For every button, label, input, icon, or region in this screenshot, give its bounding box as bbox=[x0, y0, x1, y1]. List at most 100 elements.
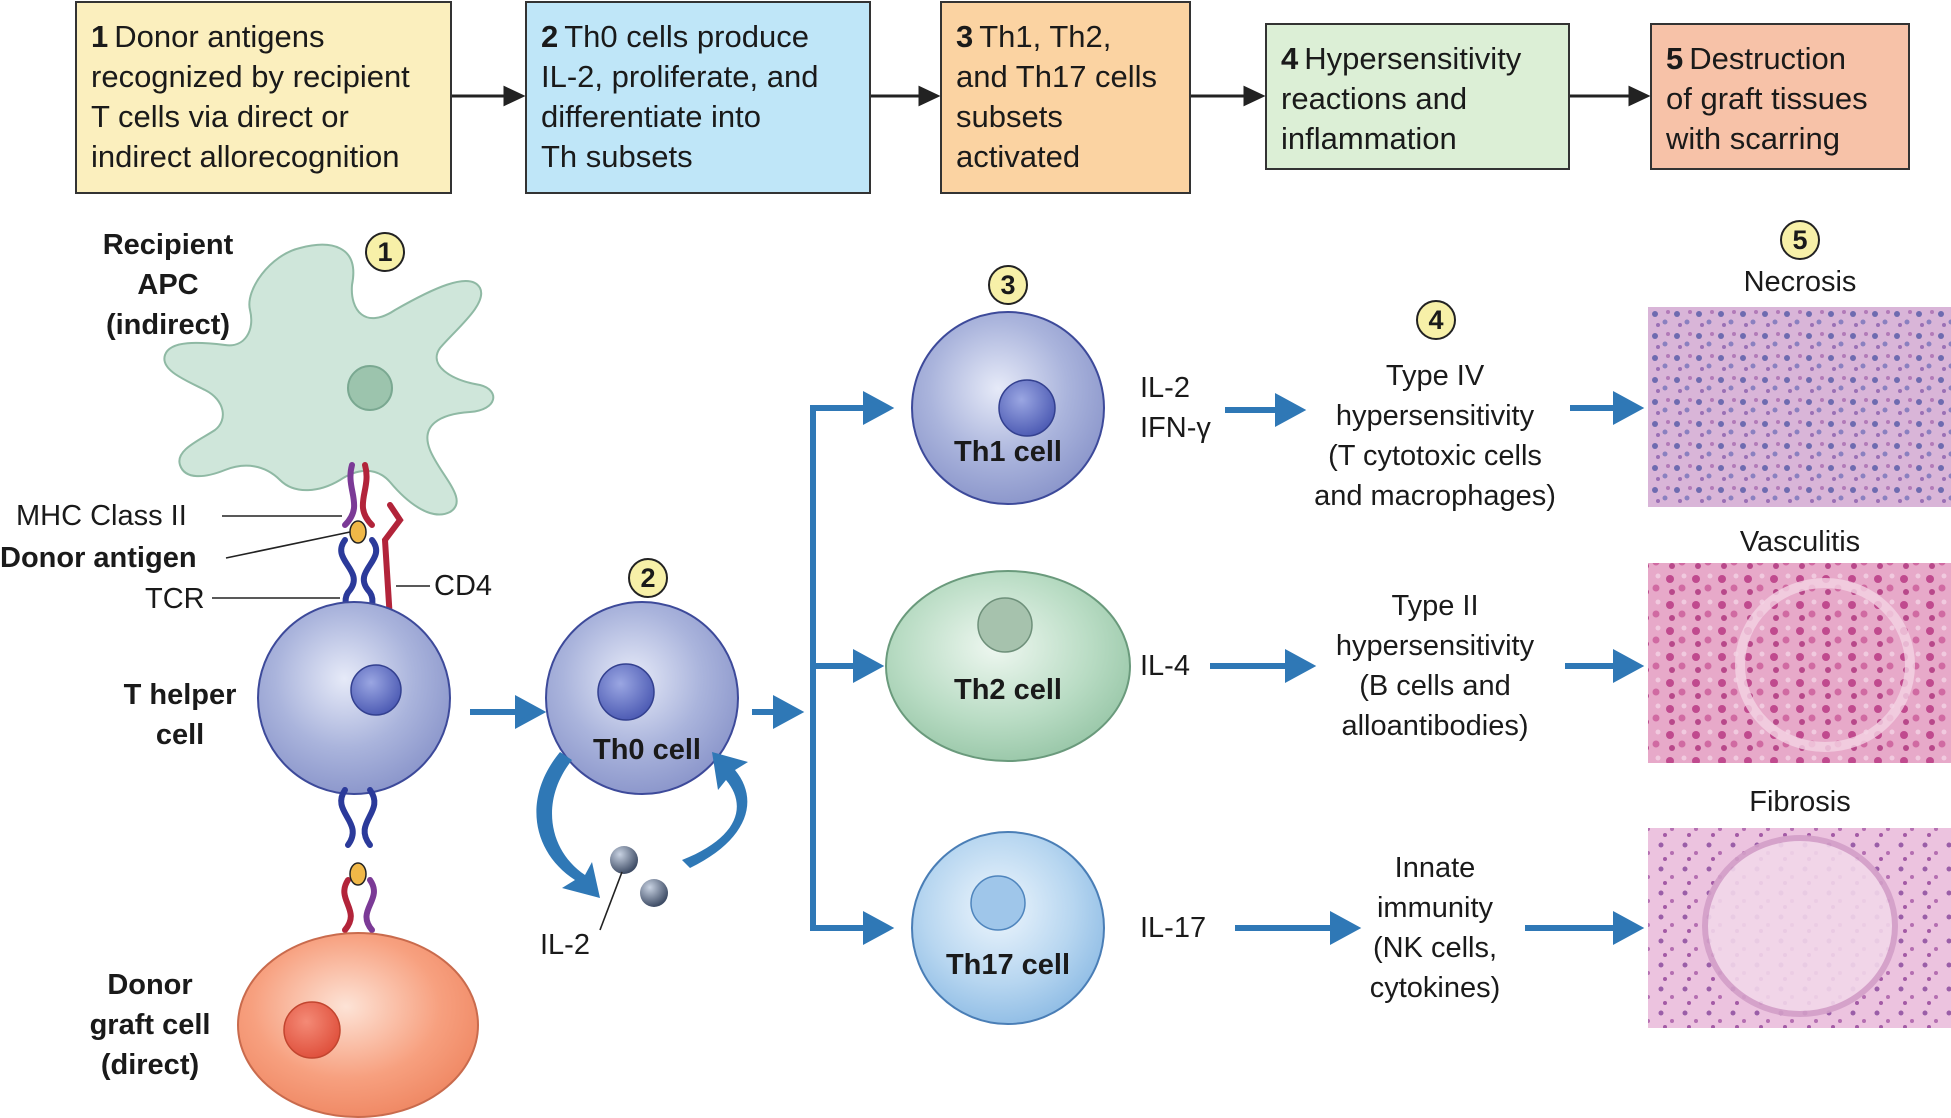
step-text: indirect allorecognition bbox=[91, 139, 400, 174]
upper-receptor-complex bbox=[338, 462, 404, 623]
step-text: T cells via direct or bbox=[91, 99, 349, 134]
th17-nucleus bbox=[970, 875, 1026, 931]
branch-arrows bbox=[752, 390, 895, 946]
reaction-line: Type IV bbox=[1385, 360, 1485, 392]
reaction-line: cytokines) bbox=[1369, 972, 1501, 1004]
step-text: Destruction bbox=[1689, 41, 1847, 76]
apc-nucleus bbox=[347, 365, 393, 411]
step-text: Th0 cells produce bbox=[564, 19, 809, 54]
label-leader-lines bbox=[212, 515, 430, 599]
il2-secretion-arrow bbox=[536, 752, 600, 898]
th2-cytokine-label: IL-4 bbox=[1140, 650, 1190, 682]
th17-cell-label: Th17 cell bbox=[945, 949, 1071, 981]
label-line: (direct) bbox=[100, 1049, 200, 1081]
necrosis-micrograph bbox=[1648, 307, 1951, 507]
step-text: with scarring bbox=[1666, 121, 1840, 156]
reaction-line: (B cells and bbox=[1359, 670, 1511, 702]
necrosis-label: Necrosis bbox=[1743, 266, 1857, 298]
fibrosis-lesion bbox=[1702, 835, 1898, 1017]
lower-receptor-complex bbox=[338, 787, 378, 933]
th2-cell-shape bbox=[885, 570, 1131, 762]
type-iv-hypersensitivity-label: Type IV hypersensitivity (T cytotoxic ce… bbox=[1290, 356, 1580, 516]
step-text: Donor antigens bbox=[114, 19, 325, 54]
il2-uptake-arrow bbox=[682, 752, 748, 868]
reaction-line: Innate bbox=[1394, 852, 1476, 884]
step-text: inflammation bbox=[1281, 121, 1457, 156]
step-marker-4: 4 bbox=[1416, 300, 1456, 340]
arrow-thelper-to-th0 bbox=[470, 694, 547, 730]
step-number: 4 bbox=[1281, 41, 1299, 76]
reaction-line: hypersensitivity bbox=[1335, 400, 1535, 432]
th1-cell-label: Th1 cell bbox=[954, 436, 1062, 468]
reaction-line: immunity bbox=[1376, 892, 1493, 924]
t-helper-nucleus bbox=[350, 664, 402, 716]
th1-nucleus bbox=[998, 379, 1056, 437]
step-marker-3: 3 bbox=[988, 265, 1028, 305]
th1-cytokines-label: IL-2 IFN-γ bbox=[1140, 368, 1211, 448]
upper-donor-antigen-shape bbox=[349, 520, 367, 544]
lower-donor-antigen-shape bbox=[349, 862, 367, 886]
step-text: Hypersensitivity bbox=[1304, 41, 1522, 76]
reaction-line: (NK cells, bbox=[1372, 932, 1498, 964]
label-line: Donor bbox=[107, 969, 193, 1001]
step-text: Th subsets bbox=[541, 139, 693, 174]
t-helper-cell-label: T helper cell bbox=[95, 675, 265, 755]
step-text: IL-2, proliferate, and bbox=[541, 59, 819, 94]
il2-leader-line bbox=[599, 871, 623, 931]
step-marker-5: 5 bbox=[1780, 220, 1820, 260]
label-line: Recipient bbox=[102, 229, 234, 261]
vasculitis-label: Vasculitis bbox=[1739, 526, 1861, 558]
donor-graft-cell-label: Donor graft cell (direct) bbox=[70, 965, 230, 1085]
fibrosis-label: Fibrosis bbox=[1749, 786, 1851, 818]
step-marker-1: 1 bbox=[365, 232, 405, 272]
cytokine-arrows bbox=[1210, 392, 1362, 946]
mhc-class-ii-label: MHC Class II bbox=[16, 500, 187, 532]
cytokine-line: IFN-γ bbox=[1140, 412, 1211, 444]
vasculitis-vessel bbox=[1735, 578, 1915, 752]
label-line: cell bbox=[155, 719, 205, 751]
recipient-apc-label: Recipient APC (indirect) bbox=[68, 225, 268, 345]
reaction-line: Type II bbox=[1391, 590, 1479, 622]
step-text: Th1, Th2, bbox=[979, 19, 1112, 54]
cd4-label: CD4 bbox=[434, 570, 493, 602]
label-line: T helper bbox=[123, 679, 237, 711]
innate-immunity-label: Innate immunity (NK cells, cytokines) bbox=[1340, 848, 1530, 1008]
label-line: APC bbox=[137, 269, 199, 301]
il2-molecule bbox=[610, 846, 638, 874]
type-ii-hypersensitivity-label: Type II hypersensitivity (B cells and al… bbox=[1295, 586, 1575, 746]
step-text: activated bbox=[956, 139, 1081, 174]
step-text: subsets bbox=[956, 99, 1063, 134]
th2-nucleus bbox=[977, 597, 1033, 653]
step-text: of graft tissues bbox=[1666, 81, 1868, 116]
donor-graft-cell-shape bbox=[237, 932, 479, 1118]
step-marker-2: 2 bbox=[628, 558, 668, 598]
recipient-apc-cell bbox=[163, 243, 495, 516]
vasculitis-micrograph bbox=[1648, 563, 1951, 763]
step-number: 2 bbox=[541, 19, 559, 54]
graft-nucleus bbox=[283, 1001, 341, 1059]
outcome-arrows bbox=[1525, 390, 1645, 946]
th17-cytokine-label: IL-17 bbox=[1140, 912, 1207, 944]
label-line: (indirect) bbox=[105, 309, 231, 341]
step-number: 5 bbox=[1666, 41, 1684, 76]
tcr-label: TCR bbox=[145, 583, 205, 615]
label-line: graft cell bbox=[89, 1009, 211, 1041]
donor-antigen-label: Donor antigen bbox=[0, 542, 197, 574]
step-text: and Th17 cells bbox=[956, 59, 1158, 94]
il2-molecule bbox=[640, 879, 668, 907]
top-flow-arrows bbox=[450, 85, 1651, 107]
step-text: recognized by recipient bbox=[91, 59, 410, 94]
reaction-line: alloantibodies) bbox=[1341, 710, 1529, 742]
reaction-line: (T cytotoxic cells bbox=[1328, 440, 1542, 472]
step-text: reactions and bbox=[1281, 81, 1468, 116]
th2-cell-label: Th2 cell bbox=[954, 674, 1062, 706]
step-text: differentiate into bbox=[541, 99, 762, 134]
step-number: 3 bbox=[956, 19, 974, 54]
th0-nucleus bbox=[597, 663, 655, 721]
cytokine-line: IL-2 bbox=[1140, 372, 1190, 404]
